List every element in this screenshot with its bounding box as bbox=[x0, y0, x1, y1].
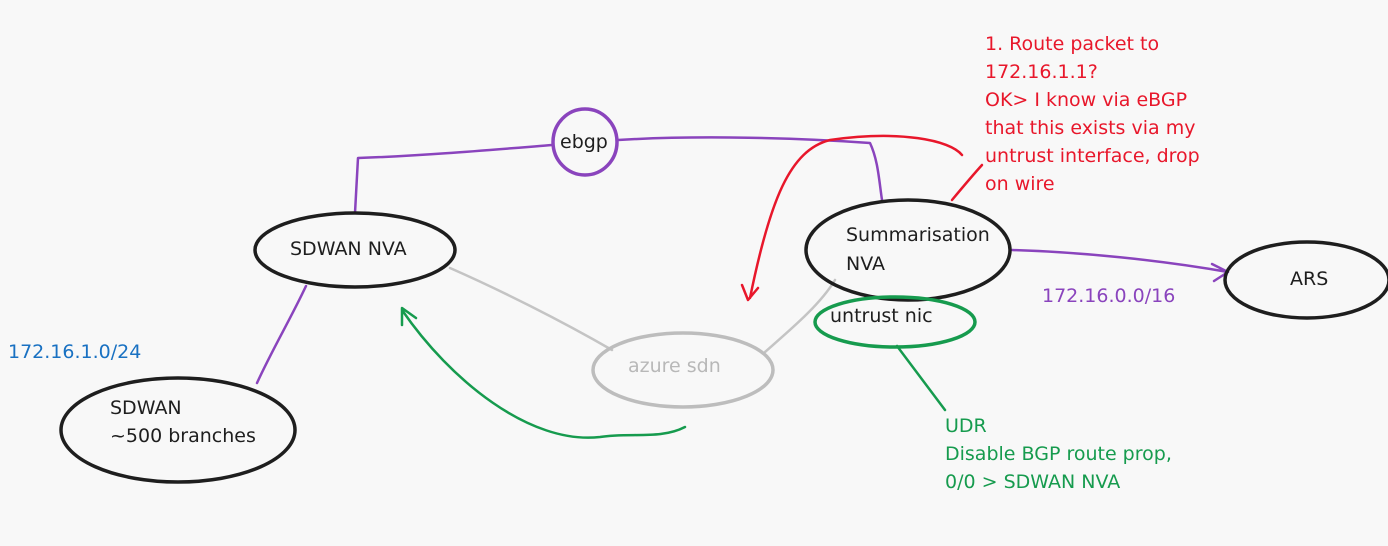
route-note-line: on wire bbox=[985, 173, 1055, 195]
connector-sdwan-nva-ebgp bbox=[353, 143, 554, 215]
azure-sdn-label: azure sdn bbox=[628, 355, 721, 377]
route-note-line: 1. Route packet to bbox=[985, 33, 1160, 55]
connector-ebgp-summarisation bbox=[616, 136, 884, 202]
arrow-azure-sdn-sdwan-nva bbox=[400, 306, 687, 439]
ebgp-label: ebgp bbox=[560, 131, 608, 153]
untrust-nic-node[interactable] bbox=[813, 295, 977, 349]
connector-sdwan-nva-azure-sdn bbox=[448, 266, 614, 352]
sdwan-branches-label-line2: ~500 branches bbox=[110, 425, 256, 447]
route-note-line: that this exists via my bbox=[985, 117, 1196, 139]
summarisation-nva-label-line2: NVA bbox=[846, 253, 885, 275]
arrow-route-packet bbox=[740, 134, 964, 302]
route-note-line: untrust interface, drop bbox=[985, 145, 1200, 167]
ars-node[interactable] bbox=[1223, 240, 1388, 320]
branch-prefix-label: 172.16.1.0/24 bbox=[8, 341, 142, 363]
connector-untrust-nic-udr bbox=[895, 344, 947, 412]
udr-note-line: 0/0 > SDWAN NVA bbox=[945, 471, 1121, 493]
summarisation-nva-label-line1: Summarisation bbox=[846, 224, 990, 246]
summary-prefix-label: 172.16.0.0/16 bbox=[1042, 285, 1176, 307]
azure-sdn-node[interactable] bbox=[591, 331, 775, 409]
route-note-line: OK> I know via eBGP bbox=[985, 89, 1188, 111]
udr-note-line: Disable BGP route prop, bbox=[945, 443, 1172, 465]
sdwan-branches-label-line1: SDWAN bbox=[110, 397, 182, 419]
ebgp-node[interactable] bbox=[551, 107, 619, 177]
untrust-nic-label: untrust nic bbox=[830, 305, 933, 327]
arrow-summarisation-ars bbox=[1010, 248, 1230, 283]
connector-note-summarisation bbox=[950, 163, 984, 202]
connector-sdwan-nva-branches bbox=[255, 284, 308, 385]
connector-summarisation-azure-sdn bbox=[763, 278, 837, 354]
route-note-line: 172.16.1.1? bbox=[985, 61, 1098, 83]
sdwan-branches-node[interactable] bbox=[59, 376, 297, 484]
summarisation-nva-node[interactable] bbox=[804, 198, 1012, 302]
ars-label: ARS bbox=[1290, 268, 1329, 290]
udr-note-line: UDR bbox=[945, 415, 987, 437]
sdwan-nva-label: SDWAN NVA bbox=[290, 238, 407, 260]
sdwan-nva-node[interactable] bbox=[253, 211, 457, 289]
